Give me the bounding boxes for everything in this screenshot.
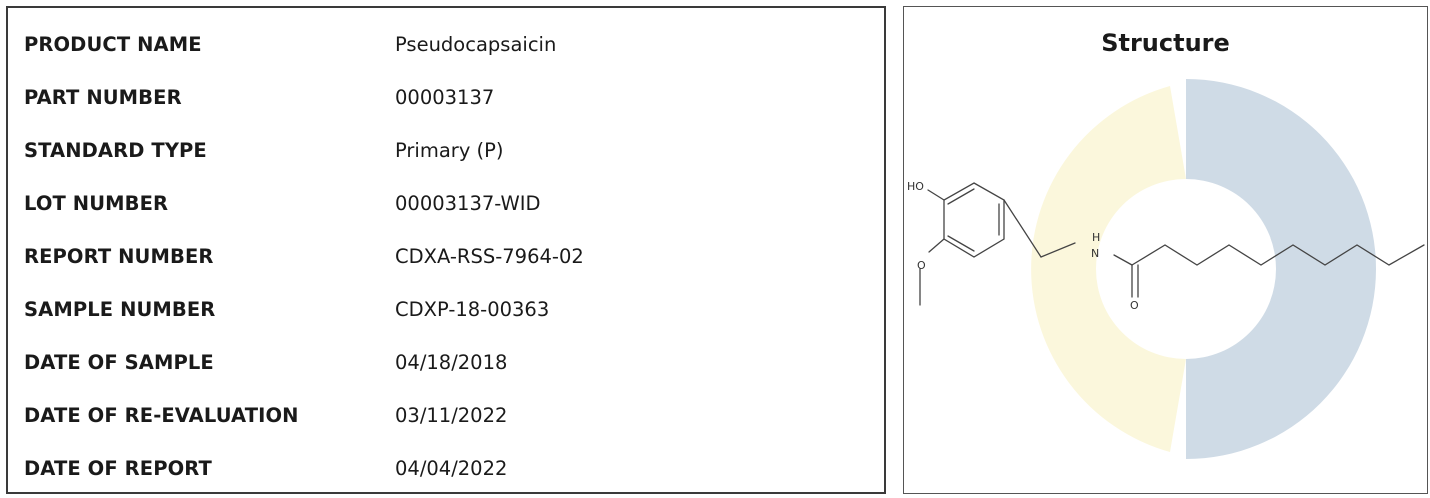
field-label: DATE OF SAMPLE	[24, 350, 214, 374]
field-value: 00003137	[395, 85, 495, 109]
field-label: DATE OF REPORT	[24, 456, 212, 480]
field-row-sample-number: SAMPLE NUMBER CDXP-18-00363	[24, 293, 549, 325]
hydroxyl-label: HO	[907, 180, 924, 193]
field-label: LOT NUMBER	[24, 191, 169, 215]
field-label: STANDARD TYPE	[24, 138, 207, 162]
field-value: 04/04/2022	[395, 456, 508, 480]
field-row-standard-type: STANDARD TYPE Primary (P)	[24, 134, 504, 166]
product-info-panel: PRODUCT NAME Pseudocapsaicin PART NUMBER…	[6, 6, 886, 494]
field-value: 03/11/2022	[395, 403, 508, 427]
structure-drawing: HO O H N O	[907, 79, 1425, 459]
field-row-date-of-sample: DATE OF SAMPLE 04/18/2018	[24, 346, 507, 378]
field-value: Primary (P)	[395, 138, 504, 162]
field-row-date-of-report: DATE OF REPORT 04/04/2022	[24, 452, 507, 484]
field-row-product-name: PRODUCT NAME Pseudocapsaicin	[24, 28, 556, 60]
field-label: REPORT NUMBER	[24, 244, 214, 268]
field-value: Pseudocapsaicin	[395, 32, 557, 56]
carbonyl-oxygen-label: O	[1130, 299, 1139, 312]
molecule-bonds	[919, 182, 1425, 306]
field-value: CDXA-RSS-7964-02	[395, 244, 584, 268]
methoxy-oxygen-label: O	[917, 259, 926, 272]
watermark-logo	[1031, 79, 1376, 459]
watermark-blue-shape	[1186, 79, 1376, 459]
structure-title: Structure	[1101, 29, 1230, 57]
field-row-date-of-re-evaluation: DATE OF RE-EVALUATION 03/11/2022	[24, 399, 507, 431]
structure-panel: HO O H N O Structure	[903, 6, 1428, 494]
field-row-lot-number: LOT NUMBER 00003137-WID	[24, 187, 541, 219]
field-value: 00003137-WID	[395, 191, 541, 215]
molecule-atom-labels: HO O H N O	[907, 180, 1139, 312]
amide-nitrogen-label: N	[1091, 247, 1099, 260]
field-value: CDXP-18-00363	[395, 297, 550, 321]
field-row-part-number: PART NUMBER 00003137	[24, 81, 494, 113]
field-label: PRODUCT NAME	[24, 32, 202, 56]
field-label: PART NUMBER	[24, 85, 182, 109]
field-label: DATE OF RE-EVALUATION	[24, 403, 299, 427]
watermark-yellow-shape	[1031, 86, 1186, 452]
amide-hydrogen-label: H	[1092, 231, 1100, 244]
field-value: 04/18/2018	[395, 350, 508, 374]
field-row-report-number: REPORT NUMBER CDXA-RSS-7964-02	[24, 240, 584, 272]
field-label: SAMPLE NUMBER	[24, 297, 216, 321]
